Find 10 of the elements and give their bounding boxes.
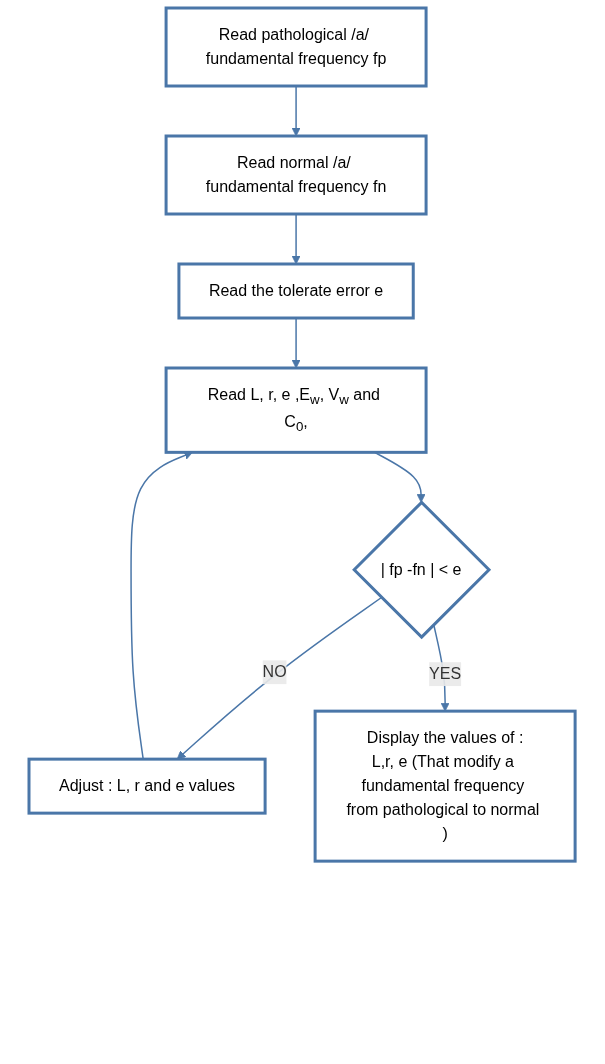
node-box: Read normal /a/ fundamental frequency fn [165, 134, 428, 216]
node-box: Read the tolerate error e [177, 262, 416, 320]
node-box: Read pathological /a/ fundamental frequency fp [165, 6, 428, 88]
node-diamond: | fp -fn | < e [352, 500, 492, 640]
arrow [177, 596, 383, 760]
node-box: Adjust : L, r and e values [27, 757, 268, 815]
node-box: Read L, r, e ,E$_{w}$, V$_{w}$ and C$_{0}$, [165, 366, 428, 454]
node-box: Display the values of : L,r, e (That modify a fundamental frequency from pathological to normal ) [314, 709, 578, 863]
edge-label: YES [429, 665, 462, 683]
edge-label: NO [263, 663, 288, 681]
